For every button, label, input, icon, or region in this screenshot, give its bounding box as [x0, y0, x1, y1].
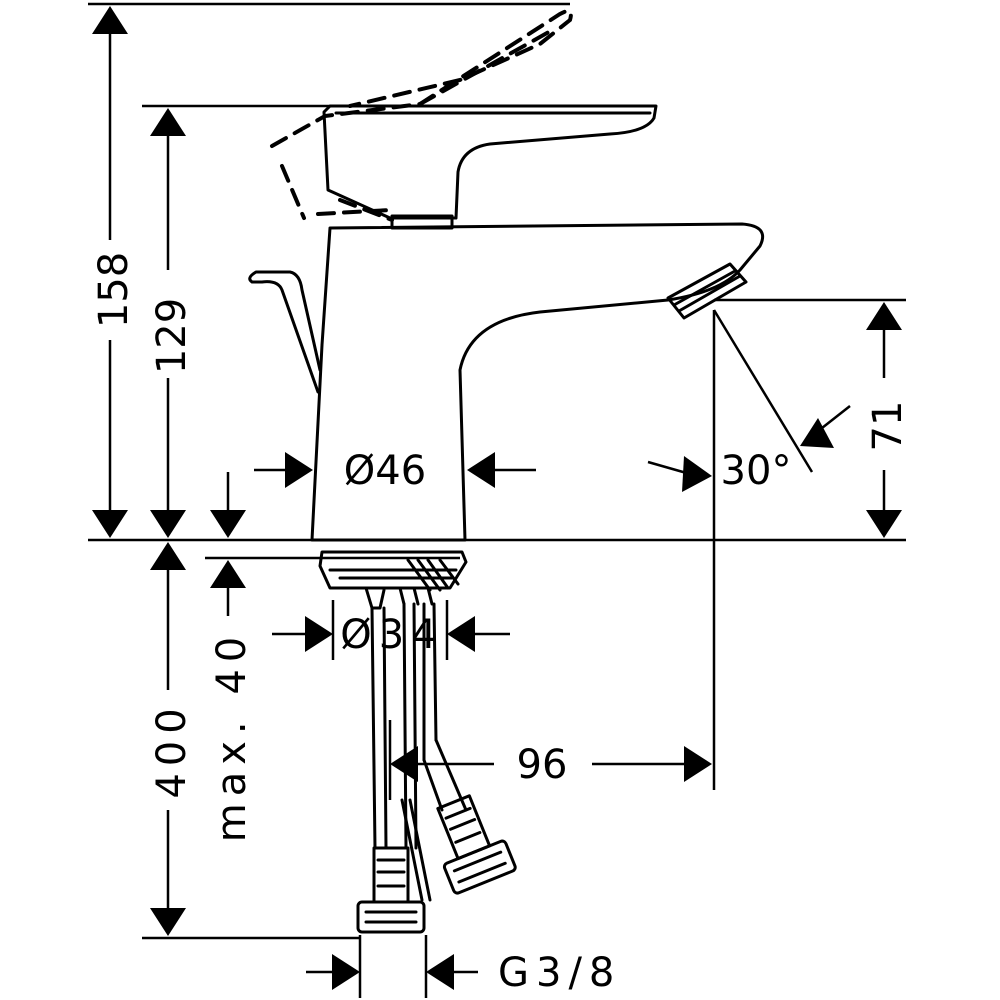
- lever-open-position: [270, 9, 573, 222]
- arrowhead-icon: [285, 452, 313, 488]
- arrowhead-icon: [684, 746, 712, 782]
- dimension-400: 400: [149, 542, 195, 936]
- arrowhead-icon: [866, 510, 902, 538]
- hose-fitting-left: [356, 846, 426, 934]
- aerator: [666, 262, 748, 320]
- arrowhead-icon: [305, 616, 333, 652]
- arrowhead-icon: [150, 542, 186, 570]
- mounting-assembly: [318, 550, 468, 610]
- dimension-71: 71: [865, 302, 911, 538]
- supply-hoses: [370, 602, 468, 902]
- faucet-body: [248, 222, 765, 542]
- dimension-diameter-46: Ø46: [254, 448, 536, 494]
- dimension-diameter-34: Ø34: [272, 612, 510, 658]
- dimension-129: 129: [149, 108, 195, 538]
- arrowhead-icon: [390, 746, 418, 782]
- dim-label-diameter-46: Ø46: [344, 448, 426, 494]
- arrowhead-icon: [866, 302, 902, 330]
- dim-label-g38: G3/8: [498, 950, 621, 996]
- dim-label-158: 158: [91, 252, 137, 328]
- arrowhead-icon: [210, 560, 246, 588]
- hose-fitting-right: [436, 794, 517, 895]
- dim-label-96: 96: [517, 742, 568, 788]
- arrowhead-icon: [92, 510, 128, 538]
- arrowhead-icon: [426, 954, 454, 990]
- arrowhead-icon: [682, 456, 712, 492]
- dimension-158: 158: [91, 6, 137, 538]
- arrowhead-icon: [467, 452, 495, 488]
- arrowhead-icon: [800, 418, 834, 448]
- arrowhead-icon: [92, 6, 128, 34]
- dim-label-angle-30: 30°: [721, 448, 792, 494]
- arrowhead-icon: [150, 908, 186, 936]
- arrowhead-icon: [210, 510, 246, 538]
- dim-label-diameter-34: Ø34: [340, 612, 443, 658]
- dimension-96: 96: [388, 720, 712, 800]
- arrowhead-icon: [150, 108, 186, 136]
- dimension-max-40: max. 40: [209, 472, 255, 842]
- dim-label-129: 129: [149, 298, 195, 374]
- arrowhead-icon: [447, 616, 475, 652]
- extension-lines: [88, 2, 906, 998]
- dim-label-71: 71: [865, 401, 911, 452]
- arrowhead-icon: [150, 510, 186, 538]
- dim-label-max-40: max. 40: [209, 630, 255, 842]
- dim-label-400: 400: [149, 701, 195, 798]
- dimension-angle-30: 30°: [647, 309, 851, 494]
- arrowhead-icon: [332, 954, 360, 990]
- dimension-g38: G3/8: [306, 950, 621, 996]
